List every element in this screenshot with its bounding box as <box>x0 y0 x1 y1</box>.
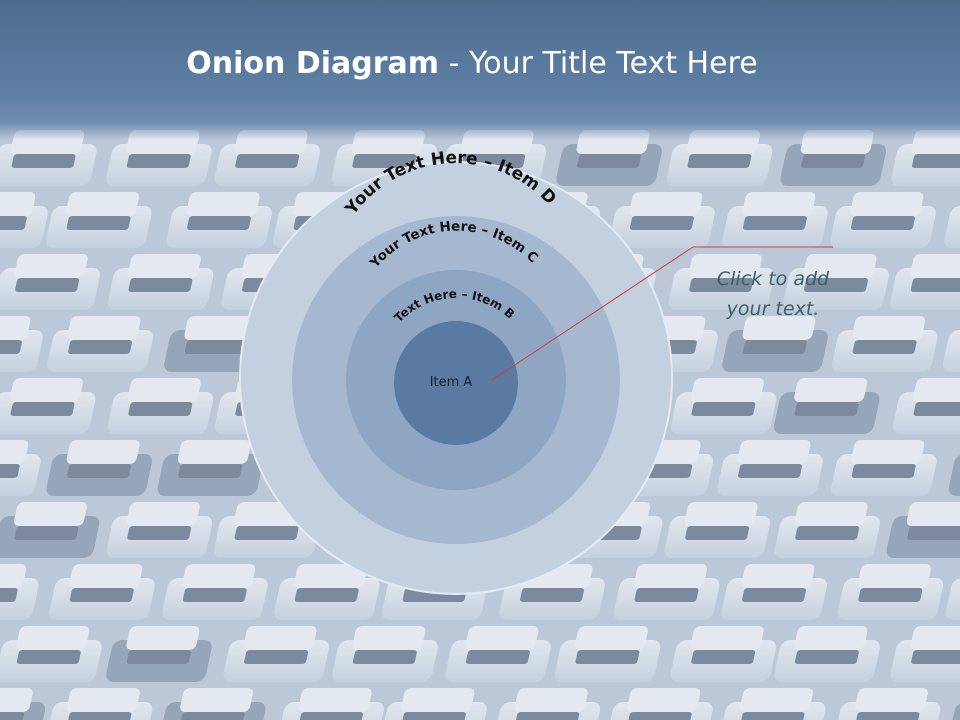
car-shape <box>445 626 551 682</box>
car-shape <box>0 626 102 682</box>
car-shape <box>166 192 272 248</box>
title-bold: Onion Diagram <box>186 46 440 81</box>
car-shape <box>332 626 438 682</box>
car-shape <box>106 502 213 558</box>
car-shape <box>666 130 773 186</box>
car-shape <box>722 316 828 372</box>
car-shape <box>223 626 330 682</box>
car-shape <box>49 564 155 620</box>
car-shape <box>0 316 43 372</box>
car-shape <box>719 688 826 720</box>
car-shape <box>831 440 937 496</box>
car-shape <box>664 502 771 558</box>
car-shape <box>278 688 384 720</box>
car-shape <box>554 626 661 682</box>
car-shape <box>157 440 264 496</box>
car-shape <box>670 626 777 682</box>
car-shape <box>0 688 46 720</box>
car-shape <box>886 502 960 558</box>
car-shape <box>47 316 153 372</box>
car-shape <box>668 254 775 310</box>
car-shape <box>783 254 889 310</box>
car-shape <box>613 564 720 620</box>
car-shape <box>381 688 487 720</box>
car-shape <box>494 688 601 720</box>
car-shape <box>0 192 48 248</box>
car-shape <box>0 440 41 496</box>
car-shape <box>830 192 936 248</box>
callout-line-2: your text. <box>726 298 820 320</box>
title-rest: - Your Title Text Here <box>439 46 758 81</box>
callout-text[interactable]: Click to add your text. <box>690 264 856 324</box>
ring-a-label: Item A <box>430 375 473 390</box>
car-shape <box>46 192 152 248</box>
car-shape <box>0 502 100 558</box>
callout-connector <box>491 246 833 381</box>
ring-item-a[interactable] <box>394 321 518 445</box>
car-shape <box>213 502 320 558</box>
car-shape <box>159 688 266 720</box>
car-shape <box>107 254 214 310</box>
car-shape <box>46 688 153 720</box>
car-shape <box>162 564 268 620</box>
slide-title[interactable]: Onion Diagram - Your Title Text Here <box>0 46 944 81</box>
car-shape <box>774 626 880 682</box>
car-shape <box>274 564 380 620</box>
car-shape <box>774 502 881 558</box>
car-shape <box>774 378 880 434</box>
car-shape <box>670 378 777 434</box>
car-shape <box>106 626 212 682</box>
car-shape <box>46 440 153 496</box>
car-shape <box>607 688 713 720</box>
car-shape <box>717 440 823 496</box>
car-shape <box>721 564 827 620</box>
car-shape <box>107 378 214 434</box>
title-bar: Onion Diagram - Your Title Text Here <box>0 0 960 140</box>
car-shape <box>609 192 715 248</box>
car-shape <box>890 626 960 682</box>
car-shape <box>834 688 941 720</box>
car-shape <box>837 564 944 620</box>
car-shape <box>892 378 960 434</box>
car-shape <box>890 254 960 310</box>
callout-line-1: Click to add <box>716 268 830 290</box>
car-shape <box>832 316 938 372</box>
car-shape <box>0 378 96 434</box>
car-shape <box>0 254 101 310</box>
car-shape <box>722 192 828 248</box>
car-shape <box>0 564 39 620</box>
